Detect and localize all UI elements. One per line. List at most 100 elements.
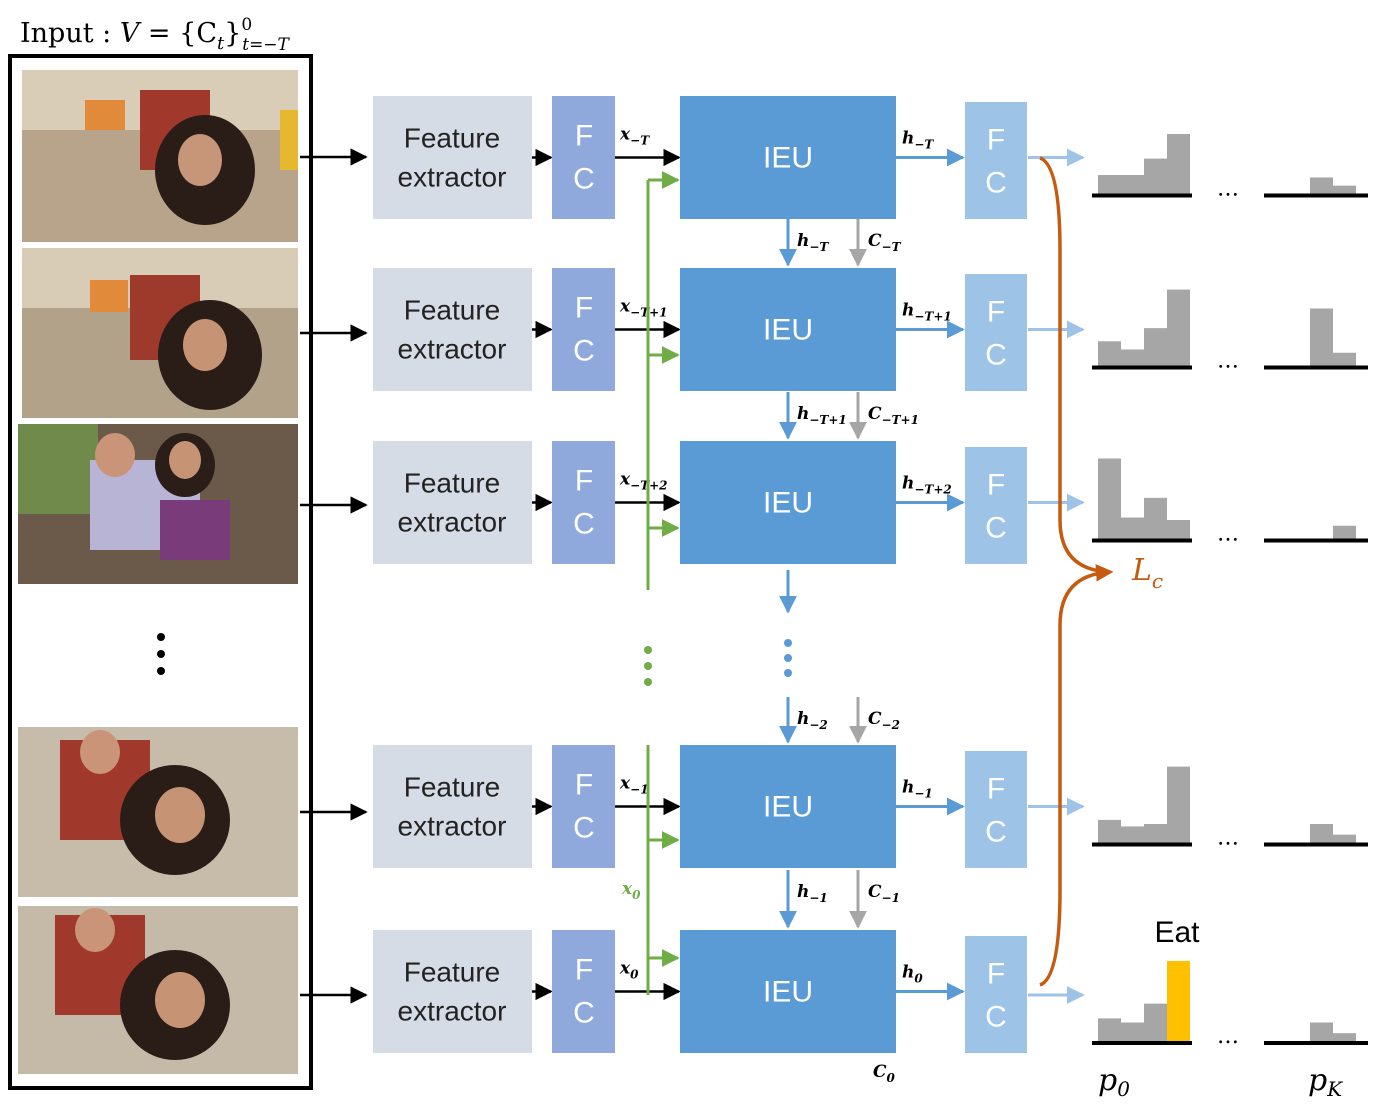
hist-bar [1098, 819, 1121, 845]
hist-bar [1121, 1022, 1144, 1043]
feature-extractor-box [373, 441, 532, 564]
hist-ellipsis: … [1217, 177, 1239, 202]
h-label: h−T [902, 129, 934, 152]
hist-bar [1310, 1022, 1333, 1043]
hist-bar [1098, 175, 1121, 196]
hist-bar [1098, 341, 1121, 368]
h-label: h−T+1 [902, 301, 952, 324]
green-ellipsis [644, 646, 652, 686]
fc-left-box [552, 745, 615, 868]
prob-histogram: … [1092, 289, 1368, 374]
eat-label: Eat [1154, 916, 1200, 949]
c-transfer-label: C−2 [868, 709, 900, 732]
ieu-label: IEU [763, 791, 813, 824]
c-transfer-label: C−1 [868, 882, 900, 905]
prob-histogram: … [1092, 458, 1368, 547]
eat-bar [1167, 961, 1190, 1043]
fc-right-box [965, 274, 1027, 391]
h-transfer-label: h−1 [797, 882, 828, 905]
c0-label: C0 [873, 1062, 896, 1085]
ieu-label: IEU [763, 487, 813, 520]
hist-bar [1167, 520, 1190, 541]
hist-bar [1144, 158, 1167, 196]
hist-bar [1144, 1003, 1167, 1043]
hist-bar [1310, 177, 1333, 196]
x0-broadcast-lines [646, 171, 680, 995]
h-label: h−1 [902, 778, 933, 801]
ieu-label: IEU [763, 976, 813, 1009]
hist-bar [1333, 352, 1356, 368]
c-transfer-label: C−T+1 [868, 404, 919, 427]
fc-left-box [552, 441, 615, 564]
hist-bar [1333, 185, 1356, 196]
hist-bar [1144, 328, 1167, 368]
p0-label: p0 [1098, 1063, 1130, 1101]
x-label: x0 [619, 959, 639, 982]
hist-bar [1121, 349, 1144, 368]
ieu-box [680, 930, 896, 1053]
h-label: h−T+2 [902, 474, 952, 497]
hist-bar [1121, 826, 1144, 845]
h-transfer-label: h−2 [797, 709, 828, 732]
prob-histogram: … [1092, 766, 1368, 851]
hist-bar [1167, 766, 1190, 845]
state-transfer-1: h−T+1 C−T+1 [779, 392, 919, 440]
fc-right-box [965, 447, 1027, 564]
feature-extractor-box [373, 96, 532, 219]
input-frame-column [8, 54, 313, 1090]
feature-extractor-box [373, 268, 532, 391]
ieu-box [680, 96, 896, 219]
x-label: x−T+1 [619, 297, 668, 320]
hist-bar [1167, 289, 1190, 368]
ieu-box [680, 745, 896, 868]
hist-ellipsis: … [1217, 826, 1239, 851]
c-transfer-label: C−T [868, 231, 902, 254]
state-transfer-3: h−1 C−1 [779, 870, 900, 929]
hist-bar [1333, 834, 1356, 845]
x0-green-label: x0 [621, 879, 641, 902]
ieu-vertical-ellipsis [784, 639, 792, 677]
loss-label: Lc [1131, 553, 1163, 593]
h-transfer-label: h−T+1 [797, 404, 847, 427]
frame-ellipsis [157, 633, 165, 675]
video-frame-1 [22, 70, 298, 242]
state-transfer-2: h−2 C−2 [779, 697, 900, 744]
fc-right-box [965, 751, 1027, 868]
hist-bar [1310, 308, 1333, 368]
hist-bar [1098, 1018, 1121, 1043]
ieu-box [680, 441, 896, 564]
prob-histogram: … [1092, 134, 1368, 202]
x-label: x−1 [619, 774, 649, 797]
hist-bar [1310, 824, 1333, 845]
hist-bar [1144, 497, 1167, 541]
video-frame-2 [22, 248, 298, 418]
loss-brace [1039, 156, 1110, 987]
video-frame-5 [18, 906, 298, 1074]
feature-extractor-box [373, 930, 532, 1053]
ieu-label: IEU [763, 314, 813, 347]
ieu-box [680, 268, 896, 391]
fc-left-box [552, 930, 615, 1053]
ieu-label: IEU [763, 142, 813, 175]
h-transfer-label: h−T [797, 231, 829, 254]
